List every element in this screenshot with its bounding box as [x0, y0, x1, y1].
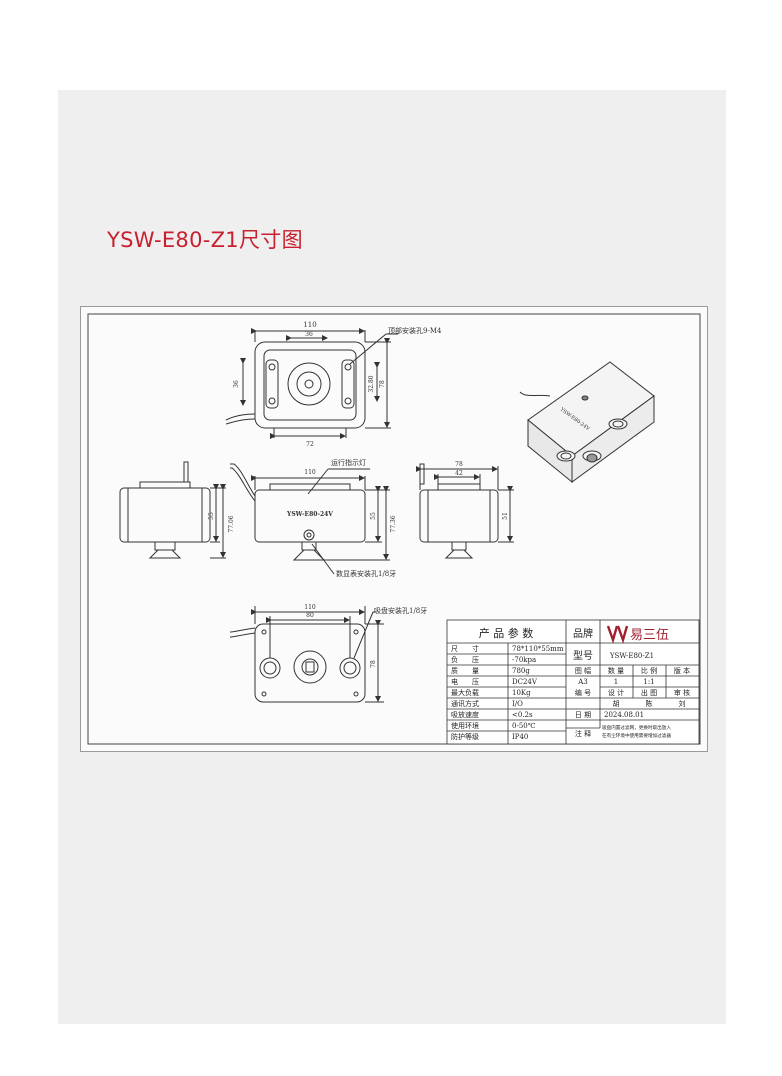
left-dim-h1: 55	[208, 512, 215, 520]
bottom-dim-inner: 80	[306, 612, 314, 619]
front-label: YSW-E80-24V	[286, 511, 333, 518]
scale-value: 1:1	[643, 678, 654, 686]
model-label: 型号	[573, 649, 593, 662]
qty-label: 数 量	[608, 666, 624, 675]
drawing-canvas: 110 36 72 36 32.80 78 顶部安装孔9-M4 55 77.06	[87, 313, 701, 745]
top-dim-right-inner: 32.80	[368, 375, 375, 392]
front-callout-bottom: 数显表安装孔1/8牙	[336, 569, 396, 578]
date-value: 2024.08.01	[604, 711, 644, 719]
scale-label: 比 例	[641, 666, 657, 675]
left-elevation	[119, 461, 226, 559]
bottom-dim-right: 78	[370, 660, 377, 668]
left-dim-h2: 77.06	[228, 515, 235, 532]
param-key: 防护等级	[451, 732, 479, 741]
top-view	[225, 328, 398, 439]
param-value: <0.2s	[512, 711, 533, 719]
param-value: 10Kg	[512, 689, 531, 697]
param-key: 电 压	[451, 677, 479, 686]
code-label: 编 号	[575, 688, 591, 697]
brand-logo: 易三伍	[630, 628, 669, 643]
size-value: A3	[577, 678, 588, 686]
isometric-view	[519, 361, 655, 484]
top-dim-inner: 36	[305, 331, 313, 338]
size-label: 图 幅	[575, 666, 591, 675]
params-header: 产 品 参 数	[479, 626, 534, 640]
param-key: 质 量	[451, 666, 479, 675]
reviewer: 刘	[679, 699, 686, 708]
top-dim-left: 36	[233, 380, 240, 388]
side-dim-outer: 78	[455, 461, 463, 468]
param-key: 使用环境	[451, 721, 479, 730]
param-key: 吸放速度	[451, 710, 479, 719]
design-label: 设 计	[608, 688, 624, 697]
date-label: 日 期	[575, 711, 591, 719]
bottom-callout: 吸盘安装孔1/8牙	[374, 606, 427, 615]
param-key: 尺 寸	[451, 644, 479, 653]
bottom-dim-width: 110	[304, 604, 316, 611]
front-callout-top: 运行指示灯	[331, 458, 366, 467]
drawer: 陈	[646, 699, 653, 708]
front-elevation	[230, 463, 390, 575]
top-dim-right: 78	[379, 380, 386, 388]
param-value: I/O	[512, 700, 523, 708]
review-label: 审 核	[674, 688, 690, 697]
front-dim-h4: 77.36	[390, 515, 397, 532]
page-title: YSW-E80-Z1尺寸图	[107, 228, 303, 252]
note-label: 注 释	[575, 729, 591, 738]
front-dim-h3: 55	[370, 512, 377, 520]
note-line1: 吸盘内置过滤网，更换时取出放入	[602, 724, 671, 731]
inner-border	[87, 313, 701, 745]
model-value: YSW-E80-Z1	[609, 652, 654, 660]
front-dim-width: 110	[304, 469, 316, 476]
side-elevation	[416, 463, 514, 559]
drawn-label: 出 图	[641, 688, 657, 697]
param-value: DC24V	[512, 678, 538, 686]
param-key: 最大负载	[451, 688, 479, 697]
top-callout: 顶部安装孔9-M4	[388, 326, 442, 335]
param-value: 0-50℃	[512, 722, 536, 730]
side-dim-h: 51	[502, 512, 509, 520]
brand-label: 品牌	[573, 627, 593, 640]
param-value: 78*110*55mm	[512, 645, 564, 653]
param-rows: 尺 寸 78*110*55mm 负 压 -70kpa 质 量 780g 电 压 DC24V 最大…	[451, 644, 564, 741]
designer: 胡	[613, 699, 620, 708]
bottom-view	[229, 606, 384, 703]
param-value: IP40	[512, 733, 528, 741]
side-dim-inner: 42	[455, 470, 463, 477]
param-value: 780g	[512, 667, 530, 675]
param-key: 通讯方式	[451, 699, 479, 708]
top-dim-width: 110	[303, 321, 316, 329]
top-dim-bottom: 72	[306, 441, 314, 448]
version-label: 版 本	[674, 666, 690, 675]
qty-value: 1	[614, 678, 618, 686]
param-value: -70kpa	[512, 656, 536, 664]
title-block: 产 品 参 数 品牌 易三伍 型号 YSW-E80-Z1 图 幅 A3 数 量 …	[446, 619, 700, 745]
note-line2: 在有尘环境中使用需要增加过滤器	[602, 732, 671, 739]
param-key: 负 压	[451, 655, 479, 664]
brand-logo-mark	[606, 625, 629, 644]
